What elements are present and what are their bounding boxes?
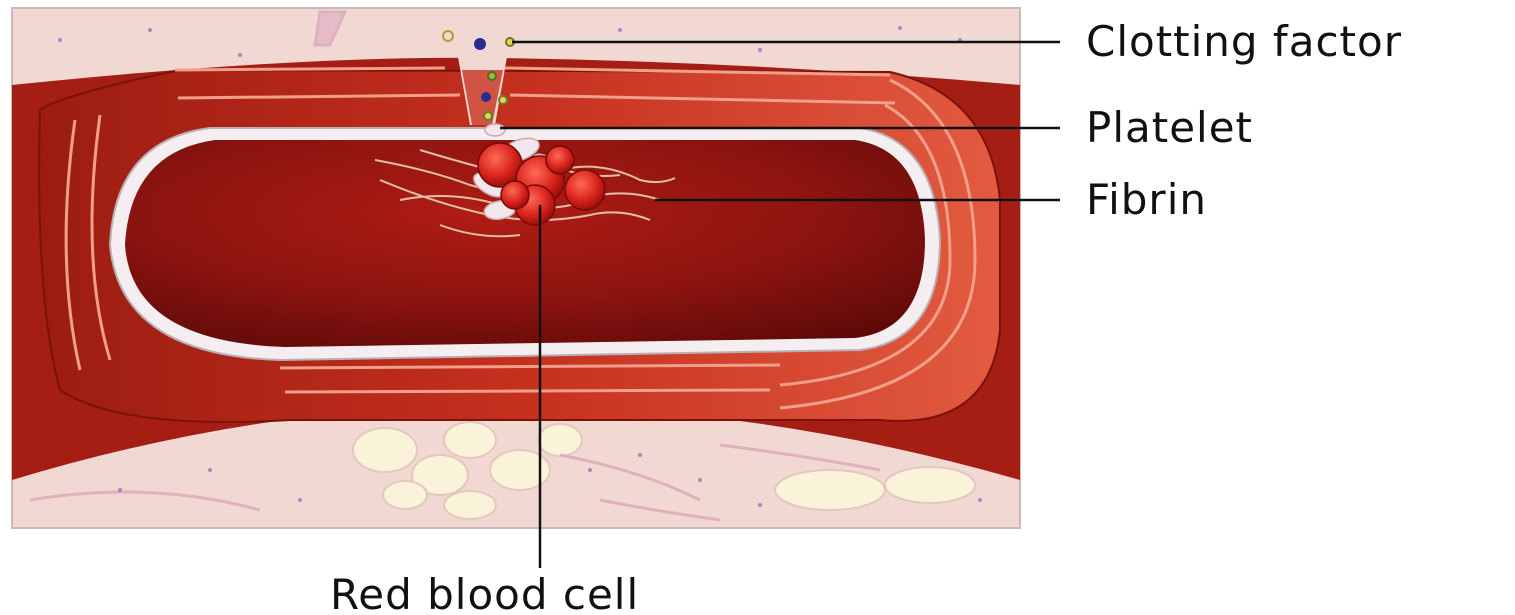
label-clotting-factor: Clotting factor (1086, 17, 1402, 66)
label-red-blood-cell: Red blood cell (330, 570, 639, 615)
label-fibrin: Fibrin (1086, 175, 1207, 224)
label-platelet: Platelet (1086, 103, 1253, 152)
blood-vessel (12, 40, 1020, 480)
